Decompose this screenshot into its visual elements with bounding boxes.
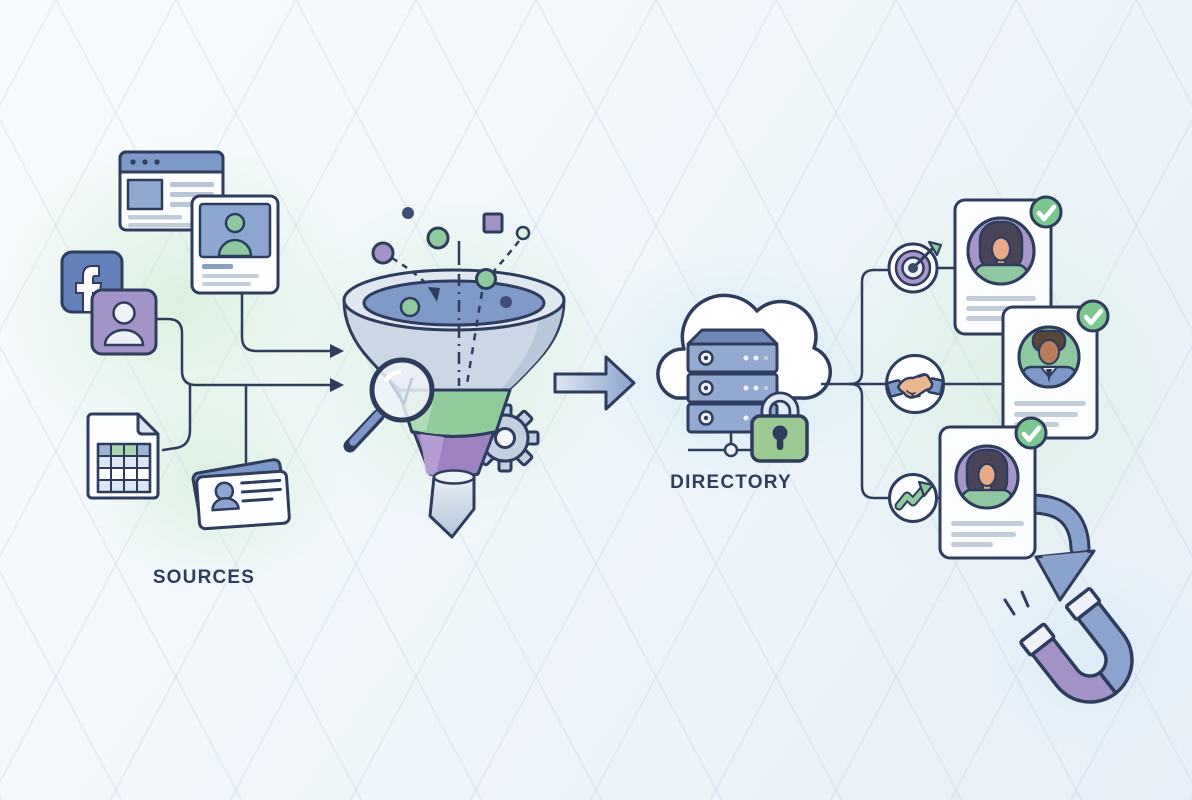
data-dot <box>399 296 421 318</box>
sources-label: SOURCES <box>152 567 256 588</box>
directory-branch-connectors <box>820 266 1006 500</box>
user-tile-icon <box>90 288 158 356</box>
id-cards-icon <box>191 458 291 531</box>
handshake-icon <box>885 354 945 414</box>
growth-chart-icon <box>888 473 938 523</box>
target-icon <box>887 240 943 294</box>
arrowhead <box>330 378 344 392</box>
verified-profile-card-1 <box>953 195 1063 336</box>
data-dots <box>371 207 531 386</box>
profile-card-icon <box>190 194 280 295</box>
padlock-icon <box>750 391 809 463</box>
directory-label: DIRECTORY <box>670 472 792 493</box>
check-badge-icon <box>1076 299 1110 333</box>
arrow-right-icon <box>553 355 636 411</box>
check-badge-icon <box>1014 416 1048 450</box>
arrowhead <box>330 344 344 358</box>
attraction-dashes <box>1003 590 1030 616</box>
spreadsheet-icon <box>86 412 160 500</box>
verified-profile-card-3 <box>938 416 1048 560</box>
verified-profile-card-2 <box>1001 299 1110 440</box>
magnifier-icon <box>343 357 435 453</box>
magnet-icon <box>1003 587 1134 704</box>
check-badge-icon <box>1029 195 1063 229</box>
source-connectors <box>155 291 344 464</box>
